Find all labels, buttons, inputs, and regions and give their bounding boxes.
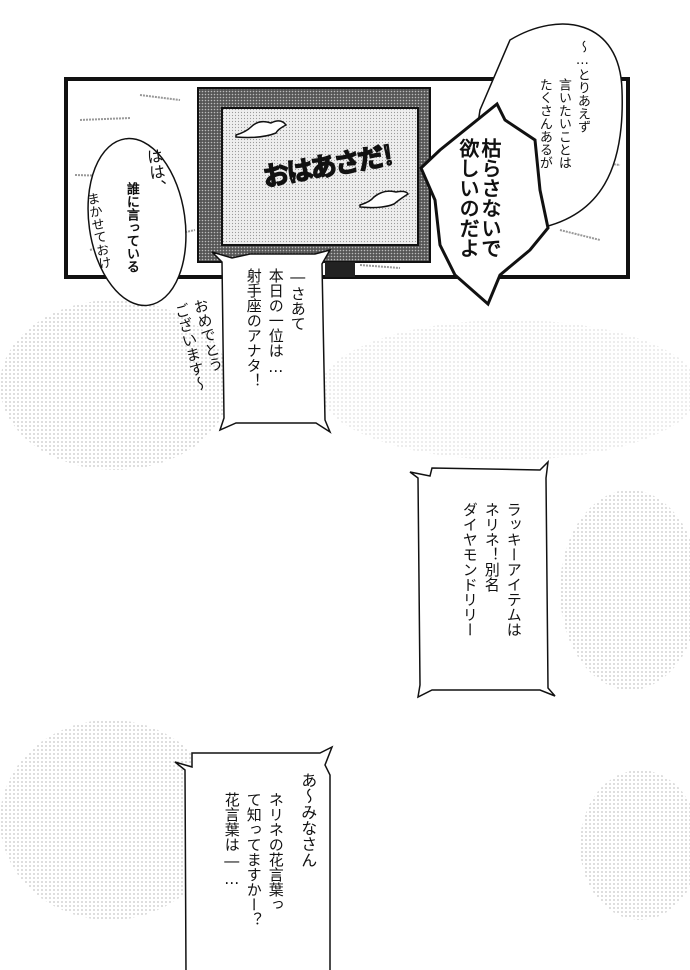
- thought-line-1: ～…とりあえず: [574, 40, 590, 133]
- lucky-line-2: ネリネ！別名: [482, 502, 501, 592]
- tv-stand: [325, 262, 355, 277]
- flower-line-3: て知ってますかー？: [244, 792, 263, 927]
- screentone-left: [0, 300, 230, 470]
- screentone-mid: [320, 320, 690, 460]
- bold-bubble: [419, 101, 550, 307]
- screentone-bottom-right: [580, 770, 690, 920]
- screentone-bottom-left: [0, 720, 220, 920]
- flower-line-1: あ～みなさん: [298, 772, 318, 868]
- bold-line-2: 欲しいのだよ: [456, 138, 480, 258]
- flower-line-4: 花言葉は―…: [222, 792, 241, 888]
- lucky-item-caption-box: [409, 459, 556, 699]
- lucky-line-3: ダイヤモンドリリー: [460, 502, 479, 637]
- thought-line-3: たくさんあるが: [536, 78, 552, 169]
- bold-line-1: 枯らさないで: [478, 138, 502, 258]
- horoscope-line-3: 射手座のアナタ！: [244, 268, 263, 388]
- horoscope-line-2: 本日の一位は…: [266, 268, 285, 376]
- reply-bubble: [87, 137, 187, 307]
- reply-line: 誰に言っている: [123, 182, 139, 273]
- flower-line-2: ネリネの花言葉っ: [266, 792, 285, 912]
- lucky-line-1: ラッキーアイテムは: [504, 502, 523, 637]
- horoscope-caption-box: [211, 248, 332, 434]
- thought-line-2: 言いたいことは: [555, 78, 571, 169]
- screentone-right: [560, 490, 690, 690]
- horoscope-line-1: ―さあて: [288, 268, 307, 331]
- flower-caption-box: [174, 745, 334, 970]
